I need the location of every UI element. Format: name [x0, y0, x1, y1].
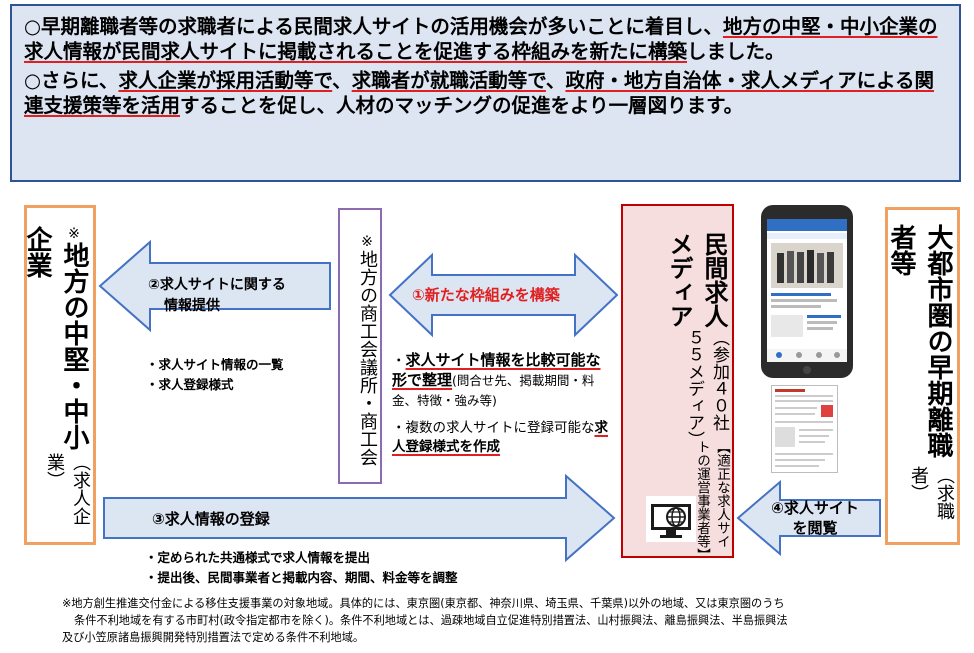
intro-box: ○早期離職者等の求職者による民間求人サイトの活用機会が多いことに着目し、地方の中…: [10, 4, 961, 182]
media-title: 民間求人メディア: [665, 232, 728, 328]
footnote-mark: ※: [66, 226, 82, 242]
job-seekers-title: 大都市圏の早期離職者等: [886, 224, 953, 458]
local-smes-box: ※地方の中堅・中小企業 （求人企業）: [22, 205, 96, 545]
framework-note-1: ・求人サイト情報を比較可能な形で整理(問合せ先、掲載期間・料金、特徴・強み等): [392, 351, 601, 408]
document-screenshot: [771, 385, 838, 473]
media-sub: （参加４０社５５メディア）: [684, 328, 729, 448]
arrow-1-label: ①新たな枠組みを構築: [412, 286, 560, 304]
arrow-browse-sites: [736, 479, 881, 557]
intro-paragraph-1: ○早期離職者等の求職者による民間求人サイトの活用機会が多いことに着目し、地方の中…: [24, 15, 938, 63]
chamber-title: ※地方の商工会議所・商工会: [357, 234, 378, 466]
footnote-mark: ※: [359, 234, 375, 250]
arrow-job-registration: [103, 473, 616, 563]
job-seekers-box: 大都市圏の早期離職者等 （求職者）: [885, 207, 960, 545]
info-provision-notes: ・求人サイト情報の一覧 ・求人登録様式: [146, 357, 284, 392]
arrow-3-label: ③求人情報の登録: [152, 510, 270, 528]
job-media-box: 民間求人メディア （参加４０社５５メディア） 【適正な求人サイトの運営事業者等】: [621, 204, 734, 562]
arrow-info-provision: [98, 239, 331, 333]
chamber-of-commerce-box: ※地方の商工会議所・商工会: [338, 208, 382, 484]
intro-paragraph-2: ○さらに、求人企業が採用活動等で、求職者が就職活動等で、政府・地方自治体・求人メ…: [24, 69, 934, 117]
local-smes-sub: （求人企業）: [44, 453, 91, 526]
footnote: ※地方創生推進交付金による移住支援事業の対象地域。具体的には、東京圏(東京都、神…: [62, 597, 788, 644]
media-note: 【適正な求人サイトの運営事業者等】: [694, 440, 730, 562]
framework-notes: ・求人サイト情報を比較可能な形で整理(問合せ先、掲載期間・料金、特徴・強み等) …: [392, 351, 614, 457]
arrow-2-label: ②求人サイトに関する 情報提供: [148, 277, 286, 314]
local-smes-title: ※地方の中堅・中小企業: [22, 226, 89, 450]
arrow-4-label: ④求人サイト を閲覧: [771, 499, 859, 537]
registration-notes: ・定められた共通様式で求人情報を提出 ・提出後、民間事業者と掲載内容、期間、料金…: [145, 550, 458, 585]
smartphone-screenshot: [759, 205, 855, 378]
arrow-new-framework: [388, 252, 619, 338]
job-seekers-sub: （求職者）: [908, 465, 955, 520]
computer-globe-icon: [646, 496, 696, 542]
framework-note-2: ・複数の求人サイトに登録可能な求人登録様式を作成: [392, 420, 608, 455]
